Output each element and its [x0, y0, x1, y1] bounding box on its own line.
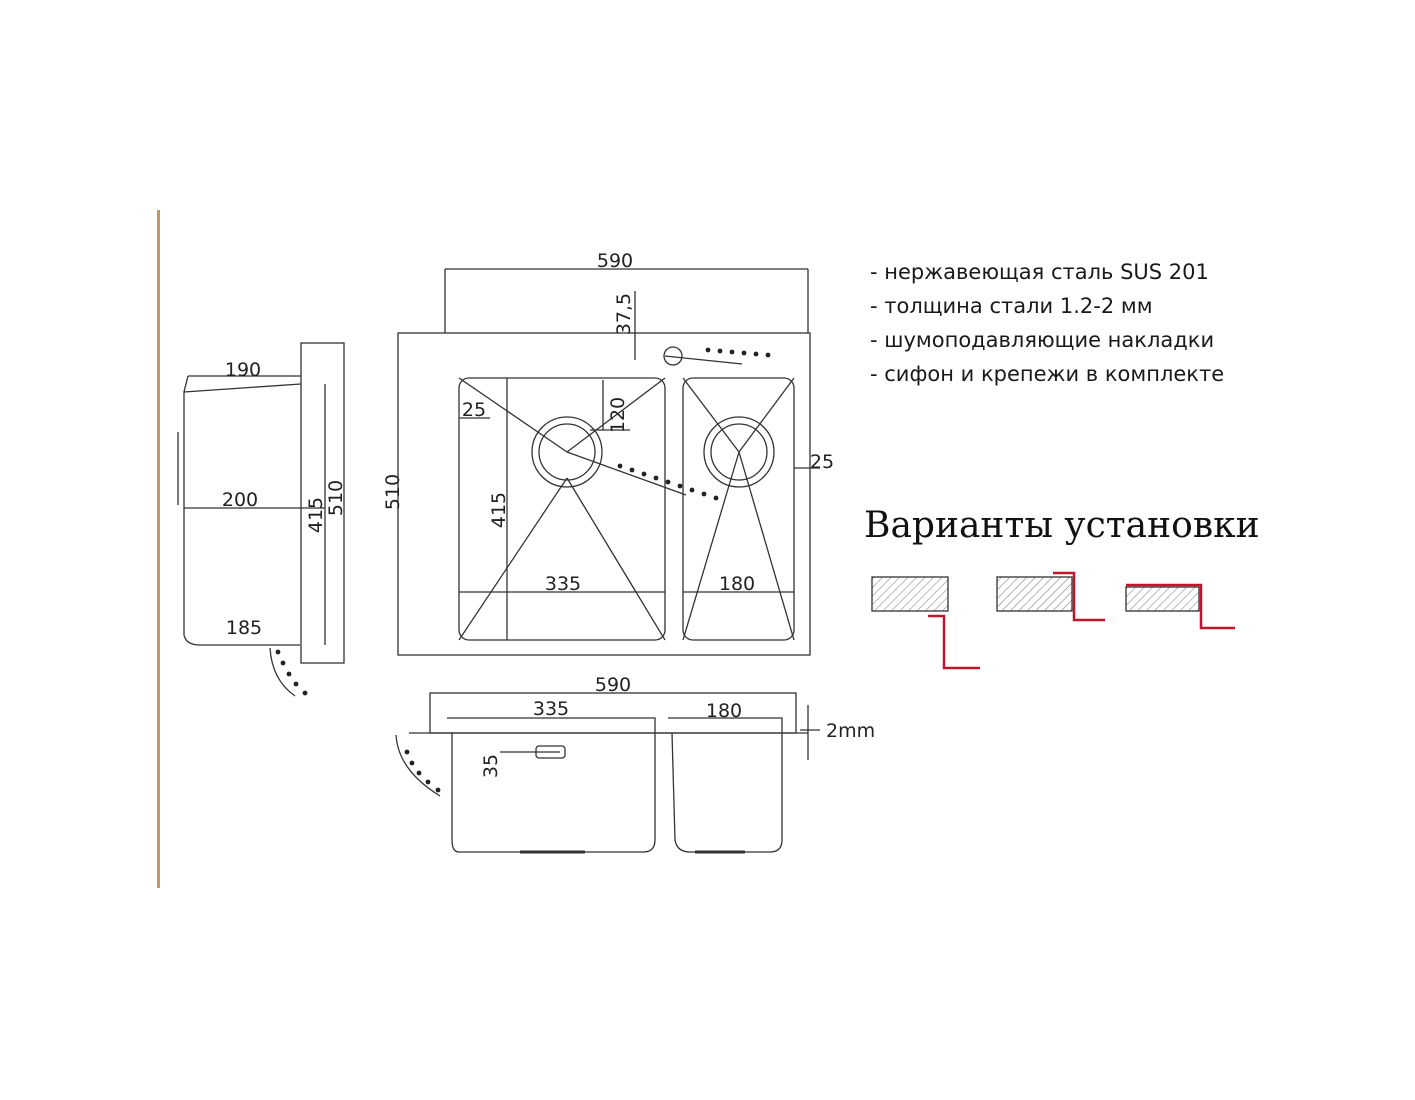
page-edge-line: [157, 210, 160, 888]
spec-item: - шумоподавляющие накладки: [870, 328, 1215, 352]
install-variants-title: Варианты установки: [864, 505, 1260, 546]
install-variant-inset: [996, 571, 1105, 622]
left-bowl: [458, 377, 666, 641]
dim-bowl-right-width: 180: [719, 573, 755, 595]
spec-item: - сифон и крепежи в комплекте: [870, 362, 1225, 386]
dim-drain-offset: 120: [607, 397, 629, 433]
dotted-leaders-top: [617, 347, 771, 501]
dim-front-width: 590: [595, 674, 631, 696]
right-bowl: [682, 377, 795, 641]
dim-front-right: 180: [706, 700, 742, 722]
dim-side-outer: 510: [325, 480, 347, 516]
dotted-leaders-front: [404, 749, 441, 793]
faucet-hole: [663, 346, 683, 366]
right-drain: [703, 416, 775, 488]
side-bowl-profile: [183, 375, 302, 646]
install-variant-overlay: [1125, 583, 1235, 630]
dim-edge-right: 25: [810, 451, 834, 473]
dim-side-inner: 415: [305, 497, 327, 533]
spec-list: - нержавеющая сталь SUS 201 - толщина ст…: [870, 255, 1224, 391]
dim-side-mid: 200: [222, 489, 258, 511]
install-variant-flush: [871, 576, 980, 670]
front-view: [395, 692, 820, 854]
top-view: [397, 268, 820, 656]
side-view-outline: [300, 342, 345, 664]
front-left-bowl: [447, 717, 656, 853]
spec-item: - нержавеющая сталь SUS 201: [870, 260, 1209, 284]
side-view: [177, 342, 345, 697]
left-drain: [531, 416, 603, 488]
spec-item: - толщина стали 1.2-2 мм: [870, 294, 1153, 318]
dim-edge-thickness: 2mm: [826, 720, 875, 742]
dim-faucet-offset: 37,5: [613, 293, 635, 335]
dim-edge-left: 25: [462, 399, 486, 421]
dim-top-width: 590: [597, 250, 633, 272]
top-view-outline: [397, 332, 811, 656]
dim-height-total: 510: [382, 474, 404, 510]
dim-front-left: 335: [533, 698, 569, 720]
dim-bowl-depth: 415: [488, 492, 510, 528]
dim-side-top: 190: [225, 359, 261, 381]
dotted-leaders-side: [275, 649, 308, 696]
dim-side-bottom: 185: [226, 617, 262, 639]
front-right-bowl: [668, 717, 783, 853]
dim-bowl-left-width: 335: [545, 573, 581, 595]
dim-overflow-height: 35: [480, 754, 502, 778]
